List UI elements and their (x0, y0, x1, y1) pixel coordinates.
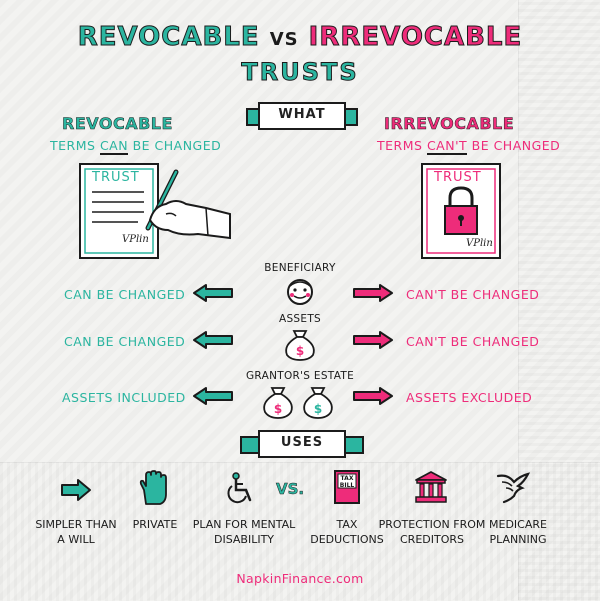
arrow-left-icon (192, 283, 234, 303)
assets-label: ASSETS (278, 313, 322, 325)
napkin-fold-right (518, 0, 600, 600)
revocable-heading: REVOCABLE (62, 114, 173, 134)
tax-bill-text: TAX BILL (339, 475, 355, 489)
arrow-right-icon (60, 478, 92, 502)
irrevocable-signature: VPlin (466, 238, 493, 249)
arrow-right-icon (352, 283, 394, 303)
medical-eagle-icon (494, 470, 532, 506)
uses-banner: USES (258, 430, 346, 458)
svg-text:$: $ (274, 402, 282, 416)
estate-revocable-text: ASSETS INCLUDED (62, 390, 186, 405)
revocable-document-svg (79, 163, 159, 259)
uses-vs-text: VS. (276, 480, 305, 499)
estate-irrevocable-text: ASSETS EXCLUDED (406, 390, 533, 405)
arrow-left-icon (192, 330, 234, 350)
svg-text:$: $ (296, 344, 304, 358)
tax-bill-icon: TAX BILL (334, 470, 360, 504)
irrevocable-doc-title: TRUST (434, 170, 482, 185)
arrow-left-icon (192, 386, 234, 406)
footer-site-link[interactable]: NapkinFinance.com (236, 571, 364, 586)
use-label-private: PRIVATE (132, 518, 178, 531)
hand-pen-icon (136, 168, 232, 248)
irrevocable-heading: IRREVOCABLE (384, 114, 515, 134)
revocable-terms: TERMS CAN BE CHANGED (50, 138, 222, 155)
grantors-estate-label: GRANTOR'S ESTATE (245, 370, 355, 382)
what-banner: WHAT (258, 102, 346, 130)
title-vs: VS (269, 29, 299, 50)
napkin-fold-bottom (0, 462, 600, 601)
title-irrevocable: IRREVOCABLE (308, 22, 523, 53)
money-bags-icon: $ $ (256, 384, 344, 420)
assets-revocable-text: CAN BE CHANGED (64, 334, 186, 349)
revocable-signature: VPlin (122, 234, 149, 245)
page-title: REVOCABLE VS IRREVOCABLE (0, 22, 600, 53)
beneficiary-face-icon (272, 276, 328, 306)
revocable-terms-can: CAN (99, 138, 129, 155)
svg-text:$: $ (314, 402, 322, 416)
assets-irrevocable-text: CAN'T BE CHANGED (406, 334, 540, 349)
revocable-trust-document: TRUST VPlin (78, 162, 160, 260)
title-revocable: REVOCABLE (77, 22, 260, 53)
revocable-doc-title: TRUST (92, 170, 140, 185)
wheelchair-icon (226, 472, 258, 506)
page-subtitle: TRUSTS (241, 58, 359, 87)
beneficiary-irrevocable-text: CAN'T BE CHANGED (406, 287, 540, 302)
irrevocable-terms-cant: CAN'T (426, 138, 468, 155)
beneficiary-label: BENEFICIARY (264, 262, 336, 274)
courthouse-icon (414, 470, 448, 504)
irrevocable-document-svg (421, 163, 501, 259)
money-bag-icon: $ (277, 327, 323, 361)
hand-stop-icon (138, 470, 168, 506)
irrevocable-trust-document: TRUST VPlin (420, 162, 502, 260)
irrevocable-terms: TERMS CAN'T BE CHANGED (377, 138, 561, 155)
arrow-right-icon (352, 330, 394, 350)
arrow-right-icon (352, 386, 394, 406)
beneficiary-revocable-text: CAN BE CHANGED (64, 287, 186, 302)
